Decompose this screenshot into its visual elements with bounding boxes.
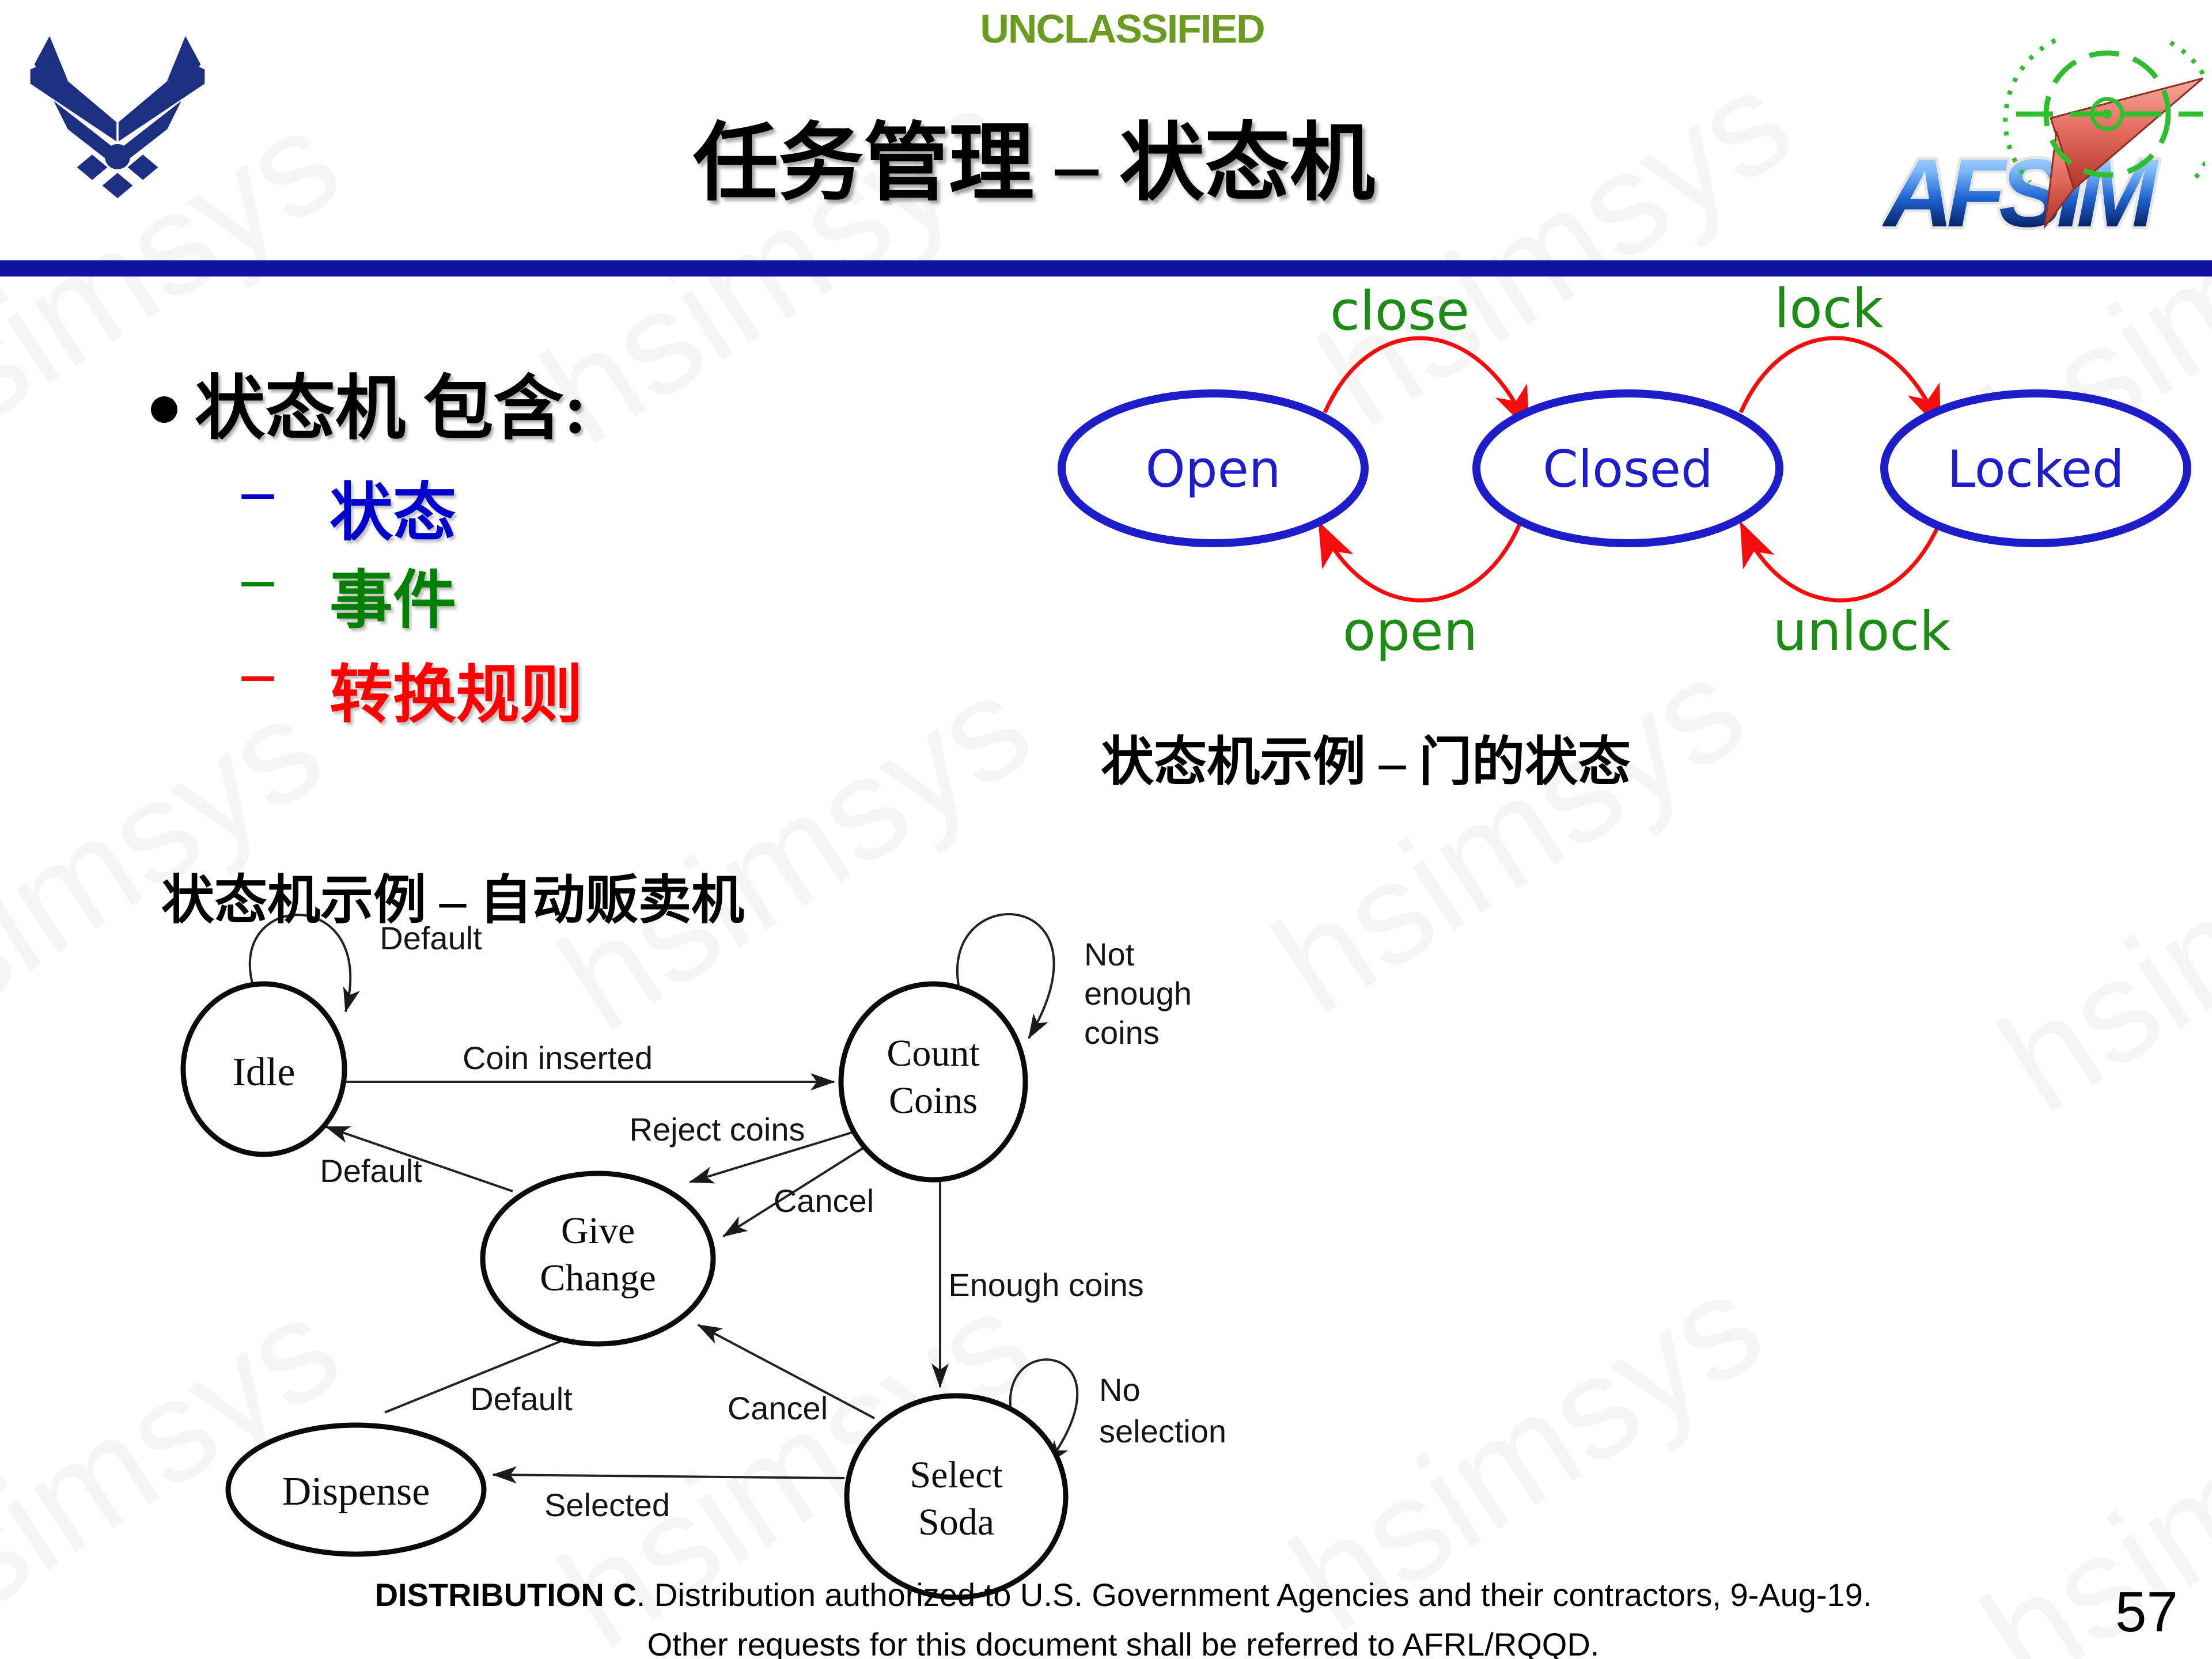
bullet-heading: 状态机 包含: [195,370,588,448]
page-number: 57 [2115,1580,2179,1643]
page-title: 任务管理 – 状态机 [693,117,1375,211]
transition-open-arrow [1318,521,1522,603]
count-coins-self-loop [956,913,1055,1039]
transition-close-label: close [1330,280,1469,343]
transition-unlock-label: unlock [1773,600,1951,663]
state-change-label: Change [540,1257,656,1299]
sub-dash-states: – [242,455,274,525]
no-selection-label-1: No [1099,1372,1141,1408]
cancel-bottom-label: Cancel [728,1390,828,1426]
transition-unlock-arrow [1740,521,1941,603]
reject-coins-label: Reject coins [629,1111,805,1147]
state-give-change-ellipse [480,1171,716,1347]
vending-state-machine: Idle Count Coins Give Change Select Soda… [180,913,1226,1600]
transition-open-label: open [1343,600,1478,663]
door-diagram-caption: 状态机示例 – 门的状态 [1101,733,1631,791]
transition-lock-arrow [1738,336,1941,431]
state-count-coins-ellipse [838,981,1028,1183]
door-state-machine: Open Closed Locked close lock open unloc… [1058,278,2191,663]
bullet-dot [151,396,177,423]
state-dispense-label: Dispense [282,1469,430,1514]
reject-coins-arrow [689,1129,860,1184]
us-air-force-logo [30,36,205,199]
bullet-item-events: 事件 [329,566,456,636]
afsim-logo-text: AFSIM [1883,139,2159,241]
state-open-label: Open [1145,440,1281,499]
state-select-soda-ellipse [844,1393,1069,1600]
sub-dash-events: – [242,543,274,613]
not-enough-label-1: Not [1084,936,1135,972]
state-dispense-ellipse [225,1422,487,1557]
idle-self-label: Default [380,920,482,956]
bullet-item-rules: 转换规则 [329,660,583,730]
afsim-reticle-icon [2003,38,2205,184]
default-left-label: Default [320,1153,422,1189]
no-selection-label-2: selection [1099,1413,1226,1449]
vending-diagram-caption: 状态机示例 – 自动贩卖机 [161,871,745,930]
select-soda-self-loop [1009,1358,1079,1465]
cancel-bottom-arrow [697,1324,875,1419]
state-open-ellipse [1058,389,1369,547]
default-bottom-label: Default [470,1381,573,1417]
idle-self-loop [248,914,360,1013]
state-locked-label: Locked [1947,440,2124,499]
afsim-logo: AFSIM [1883,38,2205,241]
cancel-top-arrow [722,1146,865,1237]
selected-arrow [492,1466,845,1484]
bullet-item-states: 状态 [329,478,456,548]
state-closed-label: Closed [1543,440,1713,499]
default-left-arrow [325,1126,513,1192]
transition-lock-label: lock [1774,278,1884,340]
coin-inserted-label: Coin inserted [463,1040,653,1076]
air-force-wings-icon [30,36,205,199]
state-locked-ellipse [1880,389,2191,547]
state-idle-ellipse [180,981,347,1157]
state-give-label: Give [561,1210,635,1252]
distribution-statement-line2: Other requests for this document shall b… [647,1626,1600,1659]
state-soda-label: Soda [918,1501,994,1543]
selected-label: Selected [544,1487,670,1523]
transition-close-arrow [1323,336,1530,432]
state-coins-label: Coins [889,1080,978,1122]
state-idle-label: Idle [233,1050,296,1094]
default-bottom-arrow [384,1328,592,1414]
distribution-statement-line1: DISTRIBUTION C. Distribution authorized … [375,1576,1872,1613]
state-select-label: Select [910,1454,1002,1496]
header-divider [0,260,2212,276]
classification-banner: UNCLASSIFIED [980,6,1265,51]
enough-coins-label: Enough coins [948,1267,1143,1303]
state-closed-ellipse [1472,389,1783,547]
distribution-label: DISTRIBUTION C [374,1577,637,1613]
sub-dash-rules: – [242,637,274,707]
cancel-top-label: Cancel [774,1183,874,1219]
not-enough-label-3: coins [1084,1014,1160,1051]
not-enough-label-2: enough [1084,975,1192,1012]
state-count-label: Count [887,1032,979,1074]
distribution-text: . Distribution authorized to U.S. Govern… [636,1577,1872,1613]
